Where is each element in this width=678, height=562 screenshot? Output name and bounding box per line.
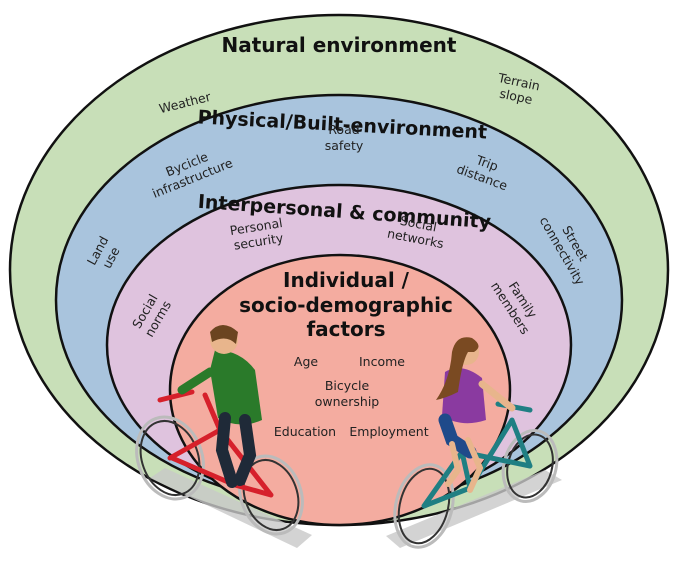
cyclist-woman-teal-bike-icon	[386, 337, 562, 549]
factor-education: Education	[274, 424, 336, 439]
individual-title-line1: Individual /	[283, 268, 410, 292]
factor-terrain-line2: slope	[498, 86, 534, 108]
natural-environment-title: Natural environment	[222, 33, 457, 57]
cyclist-man-red-bike-icon	[135, 325, 312, 548]
factor-ownership-line2: ownership	[315, 394, 380, 409]
factor-income: Income	[359, 354, 405, 369]
factor-terrain-slope: Terrain slope	[496, 70, 541, 108]
factor-networks-line1: Social	[399, 213, 438, 235]
factor-ownership-line1: Bicycle	[325, 378, 370, 393]
factor-personal-security: Personal security	[229, 215, 285, 253]
factor-safety-line2: safety	[325, 138, 364, 153]
factor-age: Age	[294, 354, 318, 369]
individual-title-line3: factors	[306, 317, 385, 341]
factor-road-line1: Road	[328, 122, 359, 137]
individual-title-line2: socio-demographic	[239, 293, 453, 317]
factor-employment: Employment	[349, 424, 428, 439]
